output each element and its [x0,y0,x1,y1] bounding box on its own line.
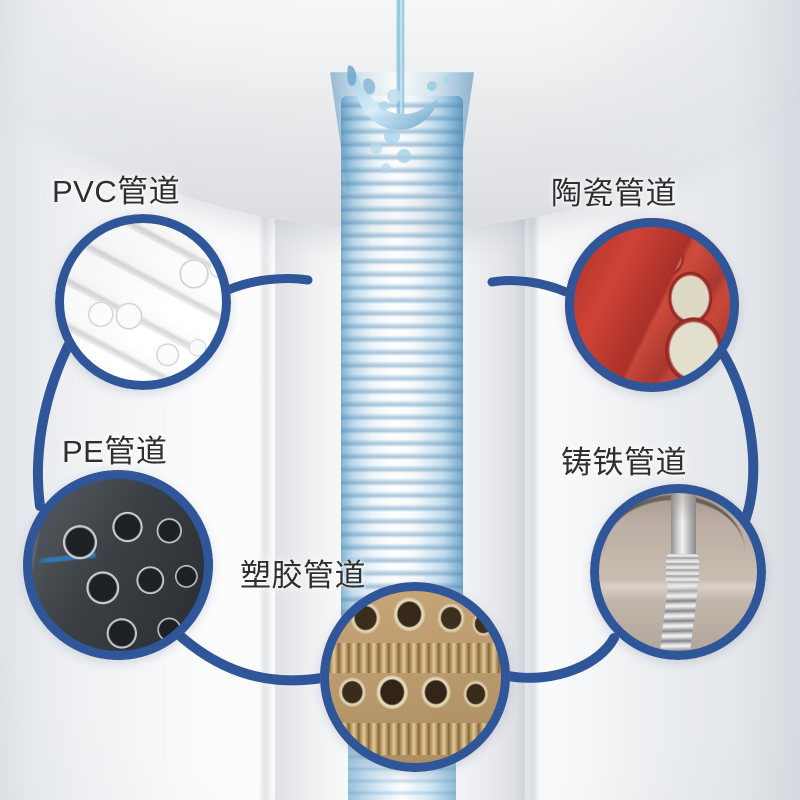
node-pvc[interactable] [55,214,231,390]
node-ring [320,582,510,772]
label-pvc: PVC管道 [52,174,181,209]
node-ring [55,214,231,390]
water-jet-icon [396,0,405,116]
node-ceramic[interactable] [565,218,739,392]
node-plastic[interactable] [320,582,510,772]
label-iron: 铸铁管道 [561,445,687,480]
label-plastic: 塑胶管道 [240,558,366,593]
node-pe[interactable] [23,470,213,660]
node-iron[interactable] [590,484,766,660]
corrugated-hose [341,96,463,656]
wall-shadow-right [560,0,800,800]
wall-shadow-left [0,0,180,800]
node-ring [565,218,739,392]
node-ring [23,470,213,660]
label-ceramic: 陶瓷管道 [551,176,677,211]
node-ring [590,484,766,660]
label-pe: PE管道 [62,434,168,469]
